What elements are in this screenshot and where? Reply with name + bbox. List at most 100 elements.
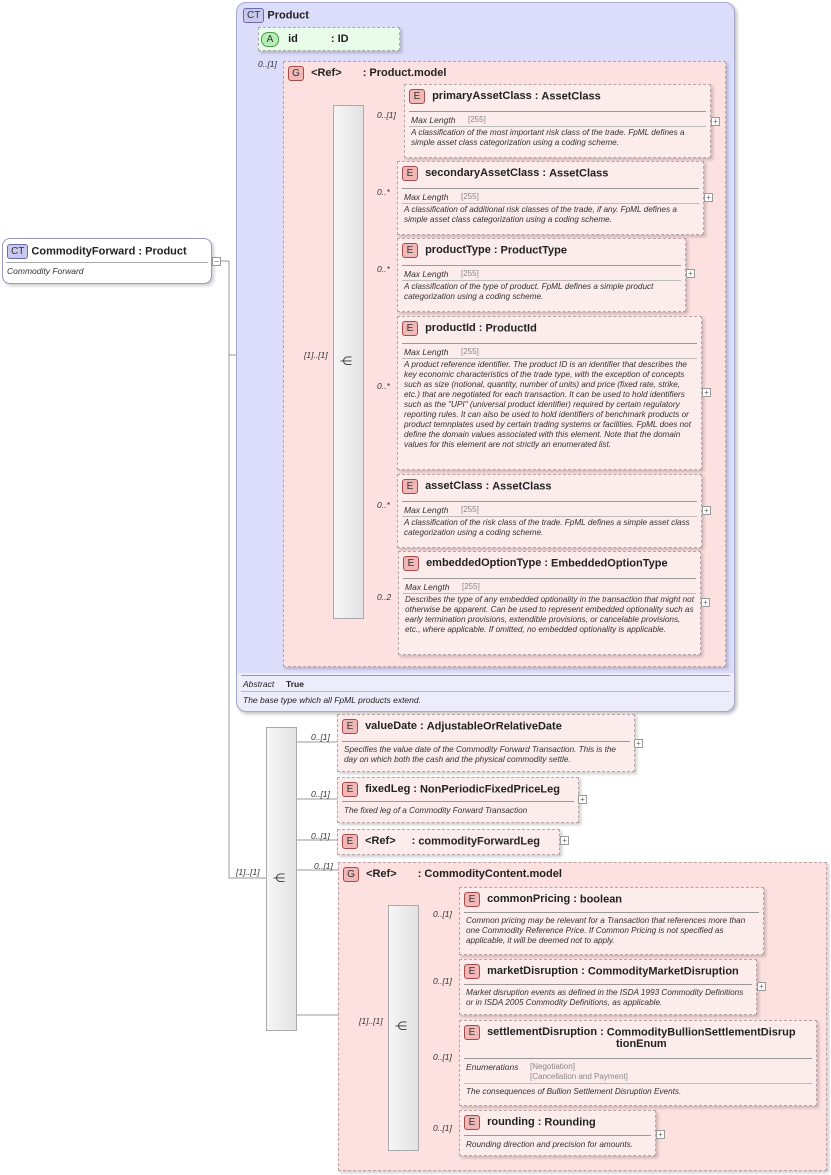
- expand-toggle-icon[interactable]: +: [704, 193, 713, 202]
- element-rounding[interactable]: E rounding:Rounding Rounding direction a…: [459, 1110, 656, 1156]
- root-type-commodity-forward[interactable]: CT CommodityForward : Product Commodity …: [2, 238, 212, 284]
- sequence-compositor[interactable]: [388, 905, 419, 1151]
- element-doc: A classification of the type of product.…: [404, 282, 654, 301]
- facet-label: Enumerations: [466, 1062, 519, 1072]
- sequence-compositor[interactable]: [333, 105, 364, 619]
- element-doc: Specifies the value date of the Commodit…: [344, 745, 616, 764]
- element-common-pricing[interactable]: E commonPricing:boolean Common pricing m…: [459, 887, 764, 955]
- expand-toggle-icon[interactable]: +: [578, 795, 587, 804]
- element-type: AssetClass: [549, 167, 609, 180]
- cardinality-label: 0..[1]: [311, 732, 330, 742]
- element-doc: The fixed leg of a Commodity Forward Tra…: [344, 806, 528, 815]
- element-title: E secondaryAssetClass:AssetClass: [402, 166, 608, 181]
- element-doc: Describes the type of any embedded optio…: [405, 595, 695, 634]
- element-title: E productId:ProductId: [402, 321, 537, 336]
- element-badge-icon: E: [342, 834, 358, 849]
- group-type: : CommodityContent.model: [417, 868, 562, 881]
- element-title: E rounding:Rounding: [464, 1115, 596, 1130]
- element-badge-icon: E: [464, 892, 480, 907]
- expand-toggle-icon[interactable]: +: [634, 739, 643, 748]
- element-badge-icon: E: [342, 719, 358, 734]
- element-asset-class[interactable]: E assetClass:AssetClass Max Length [255]…: [397, 474, 702, 548]
- element-type: boolean: [579, 893, 623, 906]
- element-badge-icon: E: [402, 243, 418, 258]
- divider: [464, 912, 759, 913]
- element-name: settlementDisruption: [487, 1026, 598, 1039]
- element-fixed-leg[interactable]: E fixedLeg:NonPeriodicFixedPriceLeg The …: [337, 777, 579, 823]
- element-type: commodityForwardLeg: [418, 835, 540, 848]
- element-title: E fixedLeg:NonPeriodicFixedPriceLeg: [342, 782, 560, 797]
- cardinality-label: 0..[1]: [314, 861, 333, 871]
- element-badge-icon: E: [409, 89, 425, 104]
- divider: [342, 741, 630, 742]
- root-type-doc: Commodity Forward: [7, 266, 84, 276]
- element-badge-icon: E: [464, 1025, 480, 1040]
- expand-toggle-icon[interactable]: +: [701, 598, 710, 607]
- element-primary-asset-class[interactable]: E primaryAssetClass:AssetClass Max Lengt…: [404, 84, 711, 158]
- element-type: AssetClass: [541, 90, 601, 103]
- element-product-type[interactable]: E productType:ProductType Max Length [25…: [397, 238, 686, 312]
- element-type: ProductType: [500, 244, 567, 257]
- attribute-type: : ID: [330, 33, 349, 46]
- abstract-value: True: [286, 679, 304, 689]
- divider: [402, 516, 697, 517]
- element-name: fixedLeg: [365, 783, 411, 796]
- element-badge-icon: E: [403, 556, 419, 571]
- element-secondary-asset-class[interactable]: E secondaryAssetClass:AssetClass Max Len…: [397, 161, 704, 235]
- element-embedded-option-type[interactable]: E embeddedOptionType:EmbeddedOptionType …: [398, 551, 701, 655]
- expand-toggle-icon[interactable]: +: [560, 836, 569, 845]
- divider: [464, 984, 752, 985]
- facet-label: Max Length: [404, 192, 449, 202]
- abstract-label: Abstract: [243, 679, 275, 689]
- sequence-compositor[interactable]: [266, 727, 297, 1031]
- element-name: embeddedOptionType: [426, 557, 542, 570]
- element-doc: A classification of the most important r…: [411, 128, 685, 147]
- expand-toggle-icon[interactable]: +: [702, 506, 711, 515]
- element-product-id[interactable]: E productId:ProductId Max Length [255] A…: [397, 316, 702, 470]
- element-type: CommodityBullionSettlementDisrup: [606, 1026, 796, 1039]
- root-type-name: CommodityForward: [31, 245, 136, 258]
- attribute-id[interactable]: A id : ID: [258, 27, 400, 51]
- element-doc: Market disruption events as defined in t…: [466, 988, 744, 1007]
- cardinality-label: 0..*: [377, 500, 390, 510]
- cardinality-label: 0..*: [377, 187, 390, 197]
- divider: [342, 801, 574, 802]
- cardinality-label: 0..[1]: [377, 110, 396, 120]
- group-name: <Ref>: [311, 67, 342, 80]
- element-market-disruption[interactable]: E marketDisruption:CommodityMarketDisrup…: [459, 959, 757, 1015]
- element-value-date[interactable]: E valueDate:AdjustableOrRelativeDate Spe…: [337, 714, 635, 772]
- element-doc: A classification of the risk class of th…: [404, 518, 690, 537]
- element-commodity-forward-leg[interactable]: E <Ref>:commodityForwardLeg: [337, 829, 560, 855]
- element-settlement-disruption[interactable]: E settlementDisruption:CommodityBullionS…: [459, 1020, 817, 1106]
- element-badge-icon: E: [402, 479, 418, 494]
- element-title: E productType:ProductType: [402, 243, 567, 258]
- attribute-title: A id : ID: [261, 32, 349, 47]
- divider: [241, 675, 730, 676]
- divider: [403, 578, 696, 579]
- expand-toggle-icon[interactable]: +: [702, 388, 711, 397]
- expand-toggle-icon[interactable]: +: [656, 1130, 665, 1139]
- element-type: AssetClass: [492, 480, 552, 493]
- element-badge-icon: E: [464, 1115, 480, 1130]
- enumeration-value: [Negotiation]: [530, 1062, 575, 1071]
- element-doc: A product reference identifier. The prod…: [404, 360, 692, 449]
- group-type: : Product.model: [362, 67, 447, 80]
- expand-toggle-icon[interactable]: +: [686, 269, 695, 278]
- divider: [464, 1083, 812, 1084]
- element-name: productId: [425, 322, 476, 335]
- facet-value: [255]: [461, 347, 479, 356]
- element-title: E assetClass:AssetClass: [402, 479, 552, 494]
- element-name: valueDate: [365, 720, 418, 733]
- expand-toggle-icon[interactable]: +: [757, 982, 766, 991]
- cardinality-label: 0..*: [377, 264, 390, 274]
- divider: [241, 691, 730, 692]
- divider: [464, 1058, 812, 1059]
- element-title: E embeddedOptionType:EmbeddedOptionType: [403, 556, 668, 571]
- element-doc: The consequences of Bullion Settlement D…: [466, 1087, 682, 1096]
- colon-separator: :: [138, 245, 146, 258]
- expand-toggle-icon[interactable]: +: [711, 117, 720, 126]
- root-type-title: CT CommodityForward : Product: [7, 244, 187, 259]
- collapse-toggle-icon[interactable]: −: [212, 257, 221, 266]
- group-title: G <Ref> : Product.model: [288, 66, 446, 81]
- cardinality-label: 0..2: [377, 592, 392, 602]
